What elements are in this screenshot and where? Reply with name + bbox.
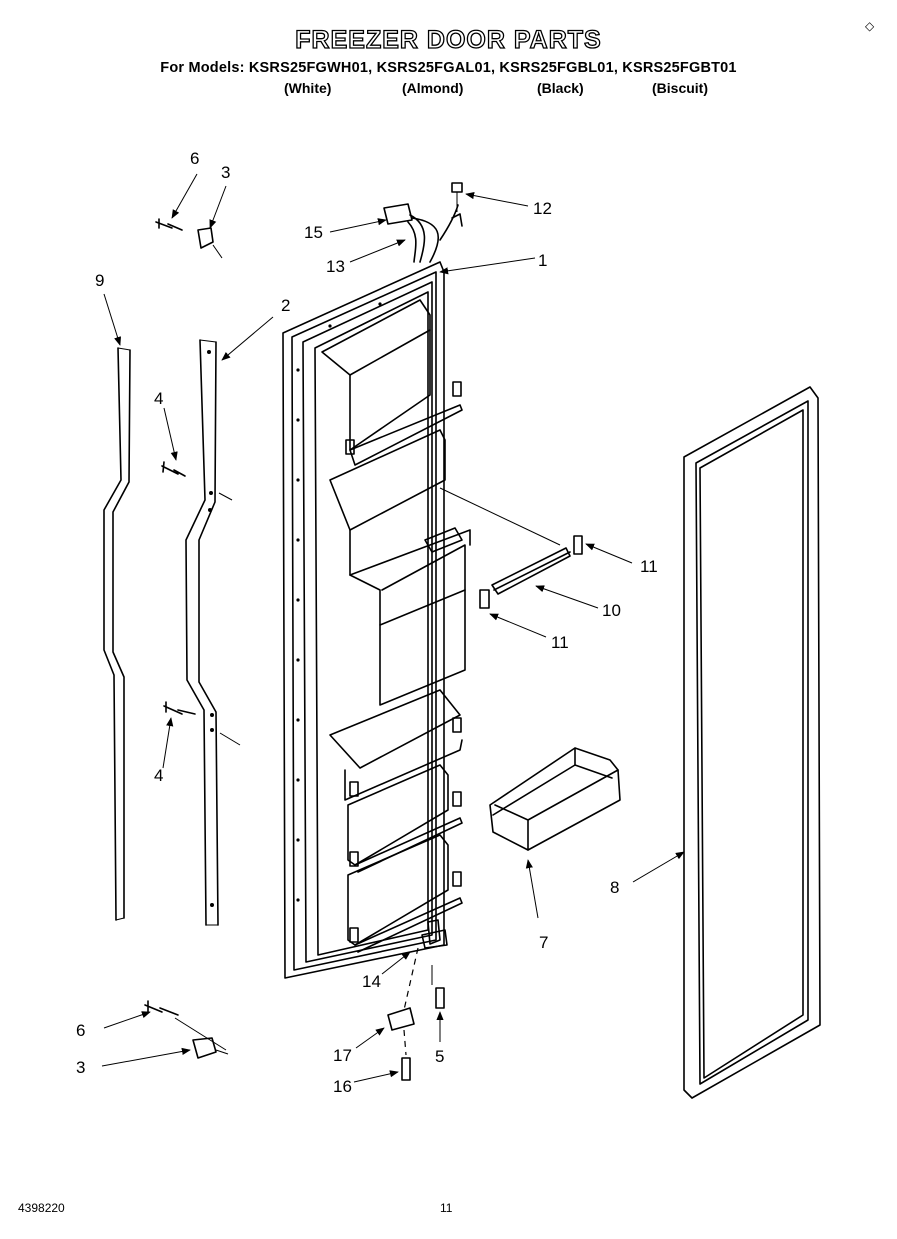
callout-11-top: 11 [640,557,658,576]
part-7-bin [489,747,621,851]
lower-hinge [387,919,448,1081]
model-list: For Models: KSRS25FGWH01, KSRS25FGAL01, … [160,60,737,76]
color-biscuit: (Biscuit) [652,80,708,96]
callout-10: 10 [602,601,621,620]
callout-3-top: 3 [221,163,230,182]
color-almond: (Almond) [402,80,464,96]
callout-6-top: 6 [190,149,199,168]
part-10-rail [439,487,583,609]
color-black: (Black) [537,80,584,96]
callout-6-bottom: 6 [76,1021,85,1040]
leader-arrows [101,173,685,1083]
callout-7: 7 [539,933,548,952]
part-1-door [282,261,471,979]
page-title: FREEZER DOOR PARTS [295,25,602,54]
callout-13: 13 [326,257,345,276]
document-code: 4398220 [18,1201,65,1215]
callout-4-top: 4 [154,389,163,408]
callout-5: 5 [435,1047,444,1066]
page-number: 11 [440,1201,453,1215]
callout-9: 9 [95,271,104,290]
hardware-bottom [144,1000,229,1059]
part-2-bracket [185,339,241,926]
callout-3-bottom: 3 [76,1058,85,1077]
callout-8: 8 [610,878,619,897]
callout-17: 17 [333,1046,352,1065]
color-white: (White) [284,80,332,96]
corner-mark: ◇ [865,19,875,33]
callout-labels: 1 2 3 3 4 4 5 6 6 7 8 9 10 11 11 12 13 1… [76,149,658,1096]
part-8-gasket [683,386,821,1099]
wiring-harness [383,182,463,263]
color-variants: (White) (Almond) (Black) (Biscuit) [0,80,897,100]
callout-2: 2 [281,296,290,315]
part-9-strip [103,347,131,921]
callout-12: 12 [533,199,552,218]
hardware-top [155,218,223,715]
callout-11-bottom: 11 [551,633,569,652]
callout-1: 1 [538,251,547,270]
callout-4-bottom: 4 [154,766,163,785]
callout-15: 15 [304,223,323,242]
callout-14: 14 [362,972,381,991]
callout-16: 16 [333,1077,352,1096]
